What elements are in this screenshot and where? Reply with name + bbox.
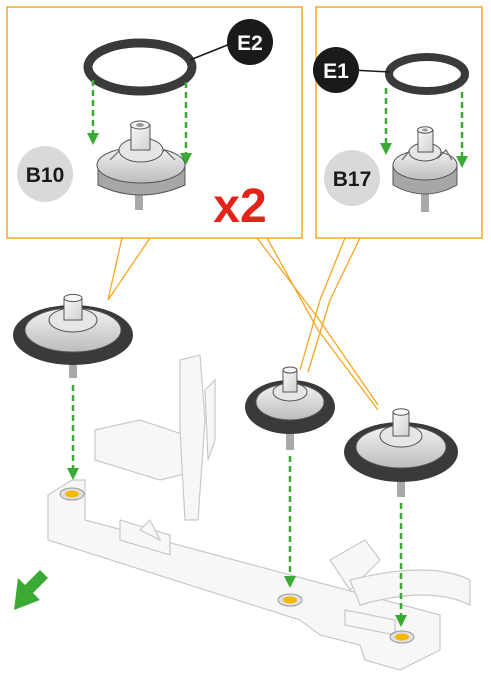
assembled-gear-middle [245, 366, 335, 450]
label-e2: E2 [237, 32, 263, 55]
green-arrows-right-callout [384, 88, 464, 158]
label-b10-badge: B10 [17, 146, 73, 202]
arrow-down-left-icon [14, 570, 48, 610]
label-b17-badge: B17 [324, 150, 380, 206]
green-arrows-left-callout [91, 80, 188, 155]
label-e2-badge: E2 [227, 19, 273, 65]
socket-left [59, 487, 85, 501]
part-b10 [96, 120, 186, 210]
ring-e1 [385, 53, 469, 95]
quantity-label: x2 [213, 180, 266, 233]
green-arrowheads-left-callout [87, 133, 192, 165]
socket-middle [277, 593, 303, 607]
green-arrowheads-right-callout [380, 143, 468, 168]
socket-right [389, 630, 415, 644]
assembled-gear-left [13, 293, 133, 378]
label-e1: E1 [323, 60, 349, 83]
assembled-gear-right [344, 408, 458, 497]
label-e1-badge: E1 [313, 47, 359, 93]
base-frame [47, 354, 471, 671]
insertion-arrows [71, 385, 403, 617]
callout-pointer-lines [107, 237, 379, 411]
label-b10: B10 [26, 164, 65, 187]
label-b17: B17 [333, 168, 372, 191]
insertion-arrowheads [67, 468, 407, 627]
ring-e2 [83, 38, 197, 96]
part-b17 [392, 126, 458, 212]
